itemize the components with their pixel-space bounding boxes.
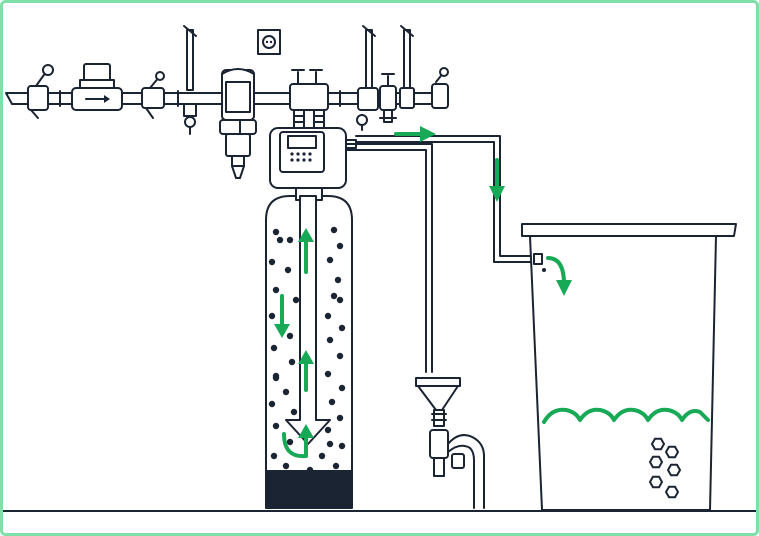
resin-bead: [336, 296, 344, 304]
salt-pellet: [666, 463, 682, 477]
resin-bead: [306, 466, 314, 474]
resin-bead: [332, 462, 340, 470]
resin-bead: [330, 226, 338, 234]
resin-bead: [282, 462, 290, 470]
resin-bead: [272, 422, 280, 430]
resin-bead: [328, 398, 336, 406]
resin-bead: [272, 228, 280, 236]
resin-bead: [324, 426, 332, 434]
outlet-icon: [257, 29, 281, 55]
resin-bead: [282, 388, 290, 396]
resin-bead: [326, 256, 334, 264]
salt-pellet: [650, 437, 666, 451]
resin-bead: [338, 324, 346, 332]
resin-bead: [268, 258, 276, 266]
resin-bead: [336, 414, 344, 422]
resin-bead: [336, 352, 344, 360]
salt-pellet: [664, 445, 680, 459]
right-valves: [356, 25, 449, 131]
resin-bead: [326, 440, 334, 448]
resin-bead: [330, 292, 338, 300]
resin-bead: [326, 336, 334, 344]
drain-line: [345, 143, 433, 373]
tee-valve-left: [183, 25, 197, 135]
resin-bead: [338, 384, 346, 392]
salt-pellet: [664, 485, 680, 499]
salt-pellet: [648, 475, 664, 489]
resin-bead: [290, 408, 298, 416]
funnel-icon: [415, 377, 461, 427]
brine-water-level: [542, 407, 710, 424]
hexagon-icon: [648, 437, 682, 499]
resin-bead: [288, 358, 296, 366]
trap-icon: [429, 429, 485, 509]
resin-bead: [318, 452, 326, 460]
resin-bead: [324, 370, 332, 378]
resin-bead: [286, 438, 294, 446]
brine-tank: [521, 223, 737, 511]
salt-pellet: [648, 455, 664, 469]
resin-bead: [292, 296, 300, 304]
control-panel-icon: [269, 127, 357, 189]
filter-icon: [219, 68, 257, 179]
resin-bead: [338, 442, 346, 450]
bypass-valves: [289, 69, 329, 129]
resin-bead: [286, 332, 294, 340]
resin-bead: [286, 236, 294, 244]
resin-bead: [272, 372, 280, 380]
resin-bead: [334, 276, 342, 284]
resin-bead: [336, 242, 344, 250]
water-meter-icon: [71, 63, 123, 111]
tank-flow-arrows: [274, 228, 314, 459]
resin-bead: [276, 236, 284, 244]
resin-bead: [284, 266, 292, 274]
valve-icon: [141, 71, 165, 119]
resin-bead: [270, 452, 278, 460]
resin-bead: [272, 286, 280, 294]
brine-flow-arrows: [394, 126, 572, 296]
resin-beads: [268, 226, 346, 474]
resin-bead: [270, 344, 278, 352]
resin-bead: [268, 312, 276, 320]
angle-valve-left: [27, 64, 54, 119]
resin-bead: [324, 312, 332, 320]
resin-bead: [268, 400, 276, 408]
